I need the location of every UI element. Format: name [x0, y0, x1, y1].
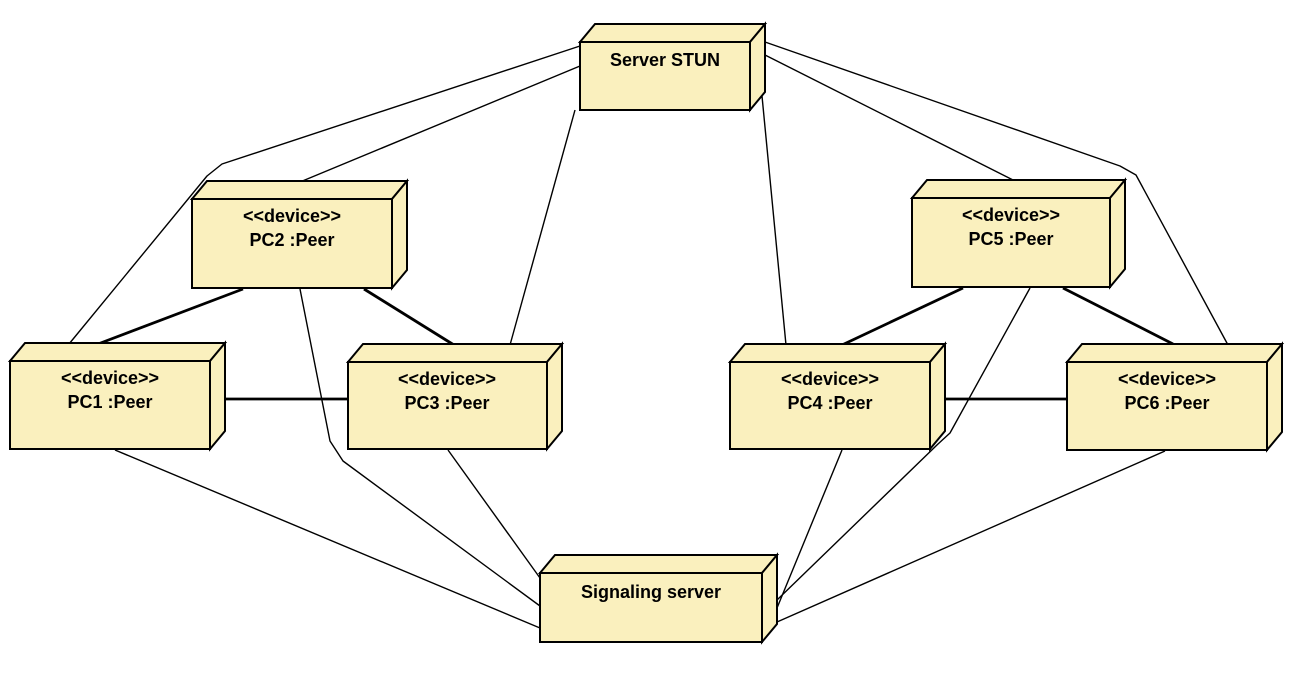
node-label: Signaling server — [581, 582, 721, 602]
node-stereotype: <<device>> — [398, 369, 496, 389]
box-side-face — [391, 178, 408, 291]
node-pc5: <<device>> PC5 :Peer — [909, 177, 1128, 290]
box-front-face — [9, 360, 211, 450]
box-top-face — [1064, 343, 1285, 363]
edge-signaling-server-pc5 — [776, 287, 1031, 601]
node-stereotype: <<device>> — [61, 368, 159, 388]
node-label: PC1 :Peer — [67, 392, 152, 412]
node-label: PC3 :Peer — [404, 393, 489, 413]
edge-signaling-server-pc3 — [447, 449, 541, 579]
node-label: PC5 :Peer — [968, 229, 1053, 249]
edge-server-stun-pc2 — [299, 65, 581, 183]
box-top-face — [537, 554, 780, 574]
box-side-face — [209, 340, 226, 452]
box-front-face — [539, 572, 763, 643]
box-front-face — [191, 198, 393, 289]
box-side-face — [1109, 177, 1126, 290]
box-front-face — [911, 197, 1111, 288]
box-top-face — [189, 180, 410, 200]
edge-pc1-pc2 — [97, 287, 244, 346]
edge-pc2-pc3 — [363, 287, 455, 347]
box-top-face — [727, 343, 948, 363]
box-front-face — [579, 41, 751, 111]
box-front-face — [1066, 361, 1268, 451]
edge-signaling-server-pc4 — [776, 449, 843, 609]
edge-pc5-pc6 — [1062, 286, 1174, 346]
edge-server-stun-pc3 — [509, 109, 576, 346]
node-stereotype: <<device>> — [1118, 369, 1216, 389]
box-side-face — [1266, 341, 1283, 453]
node-server-stun: Server STUN — [577, 21, 768, 113]
edge-server-stun-pc5 — [764, 54, 1016, 182]
node-pc2: <<device>> PC2 :Peer — [189, 178, 410, 291]
box-side-face — [929, 341, 946, 452]
box-top-face — [909, 179, 1128, 199]
node-stereotype: <<device>> — [781, 369, 879, 389]
edge-signaling-server-pc6 — [776, 450, 1166, 623]
edge-server-stun-pc4 — [761, 95, 787, 346]
box-top-face — [7, 342, 228, 362]
node-label: Server STUN — [610, 50, 720, 70]
node-pc1: <<device>> PC1 :Peer — [7, 340, 228, 452]
node-label: PC2 :Peer — [249, 230, 334, 250]
edge-signaling-server-pc1 — [114, 449, 541, 629]
edge-signaling-server-pc2 — [299, 288, 541, 607]
box-top-face — [345, 343, 565, 363]
box-top-face — [577, 23, 768, 43]
node-pc6: <<device>> PC6 :Peer — [1064, 341, 1285, 453]
node-label: PC6 :Peer — [1124, 393, 1209, 413]
node-label: PC4 :Peer — [787, 393, 872, 413]
box-side-face — [546, 341, 563, 452]
edge-server-stun-pc1 — [68, 45, 581, 345]
node-pc4: <<device>> PC4 :Peer — [727, 341, 948, 452]
node-signaling-server: Signaling server — [537, 552, 780, 645]
edges-layer — [68, 41, 1229, 629]
box-front-face — [347, 361, 548, 450]
box-front-face — [729, 361, 931, 450]
node-stereotype: <<device>> — [962, 205, 1060, 225]
node-stereotype: <<device>> — [243, 206, 341, 226]
node-pc3: <<device>> PC3 :Peer — [345, 341, 565, 452]
edge-server-stun-pc6 — [764, 41, 1229, 346]
edge-pc4-pc5 — [841, 286, 964, 347]
